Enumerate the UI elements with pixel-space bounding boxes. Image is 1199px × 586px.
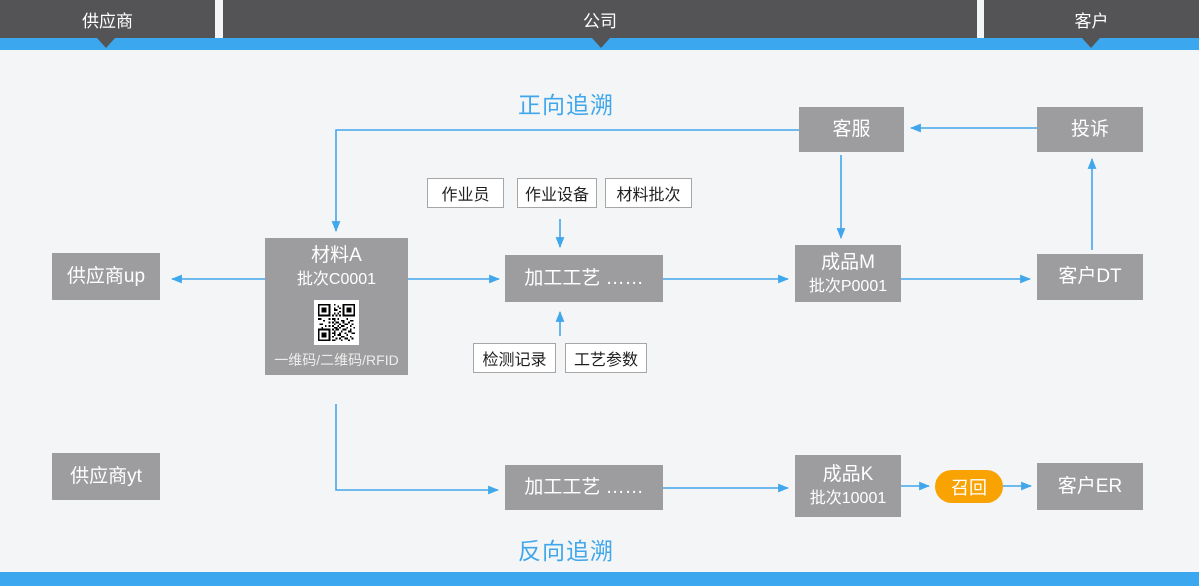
tag-process-params: 工艺参数 xyxy=(565,343,647,373)
node-material-a-title: 材料A xyxy=(311,245,362,267)
recall-badge-label: 召回 xyxy=(951,477,987,498)
node-material-a-caption: 一维码/二维码/RFID xyxy=(274,351,399,368)
lane-header-customer-label: 客户 xyxy=(1074,11,1109,31)
node-complaint-label: 投诉 xyxy=(1070,118,1109,140)
backward-trace-title: 反向追溯 xyxy=(518,538,614,564)
node-customer-er: 客户ER xyxy=(1037,463,1143,510)
tag-material-batch-label: 材料批次 xyxy=(616,187,681,204)
node-product-m-title: 成品M xyxy=(821,251,875,273)
tag-inspection-record: 检测记录 xyxy=(473,343,556,373)
forward-trace-title: 正向追溯 xyxy=(518,92,614,118)
node-customer-er-label: 客户ER xyxy=(1057,475,1123,497)
qr-code-icon xyxy=(314,299,359,345)
tag-operator: 作业员 xyxy=(427,178,504,208)
node-customer-service: 客服 xyxy=(799,107,904,152)
lane-pointer-customer-icon xyxy=(1082,38,1100,48)
node-material-a: 材料A 批次C0001 一维码/二维码/RFID xyxy=(265,238,408,375)
lane-header-company: 公司 xyxy=(223,0,977,38)
lane-pointer-company-icon xyxy=(592,38,610,48)
tag-equipment: 作业设备 xyxy=(517,178,597,208)
lane-header-customer: 客户 xyxy=(984,0,1199,38)
node-product-m-batch: 批次P0001 xyxy=(808,277,888,295)
node-supplier-yt: 供应商yt xyxy=(52,453,160,500)
node-material-a-batch: 批次C0001 xyxy=(296,271,377,289)
lane-header-supplier-label: 供应商 xyxy=(82,11,133,31)
node-complaint: 投诉 xyxy=(1037,107,1143,152)
node-customer-service-label: 客服 xyxy=(832,118,871,140)
node-supplier-yt-label: 供应商yt xyxy=(70,465,142,487)
node-product-k: 成品K 批次10001 xyxy=(795,455,901,517)
tag-operator-label: 作业员 xyxy=(441,187,490,204)
recall-badge: 召回 xyxy=(935,470,1003,503)
tag-process-params-label: 工艺参数 xyxy=(573,352,638,369)
node-product-k-batch: 批次10001 xyxy=(809,490,887,508)
lane-pointer-supplier-icon xyxy=(97,38,115,48)
node-process-top: 加工工艺 …… xyxy=(505,255,663,302)
tag-material-batch: 材料批次 xyxy=(605,178,692,208)
node-process-bottom: 加工工艺 …… xyxy=(505,465,663,510)
node-process-bottom-label: 加工工艺 …… xyxy=(524,476,644,498)
tag-inspection-record-label: 检测记录 xyxy=(482,352,547,369)
node-process-top-label: 加工工艺 …… xyxy=(524,267,644,289)
node-product-k-title: 成品K xyxy=(822,464,874,486)
node-supplier-up-label: 供应商up xyxy=(66,265,146,287)
node-product-m: 成品M 批次P0001 xyxy=(795,245,901,302)
node-customer-dt-label: 客户DT xyxy=(1058,266,1122,288)
node-supplier-up: 供应商up xyxy=(52,253,160,300)
lane-header-supplier: 供应商 xyxy=(0,0,215,38)
lane-header-company-label: 公司 xyxy=(583,11,617,31)
node-customer-dt: 客户DT xyxy=(1037,254,1143,300)
footer-accent-bar xyxy=(0,572,1199,586)
tag-equipment-label: 作业设备 xyxy=(524,187,589,204)
